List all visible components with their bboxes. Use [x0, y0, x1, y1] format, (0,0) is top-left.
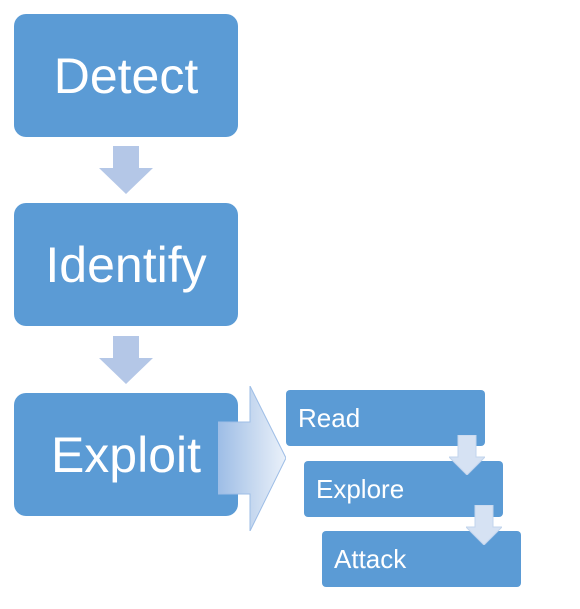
- step-box-identify: Identify: [14, 203, 238, 326]
- substep-box-explore: Explore: [304, 461, 503, 517]
- step-label-identify: Identify: [45, 236, 207, 293]
- step-box-exploit: Exploit: [14, 393, 238, 516]
- step-label-detect: Detect: [53, 47, 199, 104]
- step-label-exploit: Exploit: [50, 426, 202, 483]
- down-arrow-icon: [466, 505, 502, 545]
- substep-label-read: Read: [298, 402, 361, 433]
- substep-box-read: Read: [286, 390, 485, 446]
- down-arrow-icon: [99, 146, 153, 194]
- down-arrow-icon: [449, 435, 485, 475]
- substep-label-attack: Attack: [334, 543, 407, 574]
- right-arrow-icon: [218, 386, 286, 531]
- step-box-detect: Detect: [14, 14, 238, 137]
- substep-label-explore: Explore: [316, 473, 405, 504]
- down-arrow-icon: [99, 336, 153, 384]
- substep-box-attack: Attack: [322, 531, 521, 587]
